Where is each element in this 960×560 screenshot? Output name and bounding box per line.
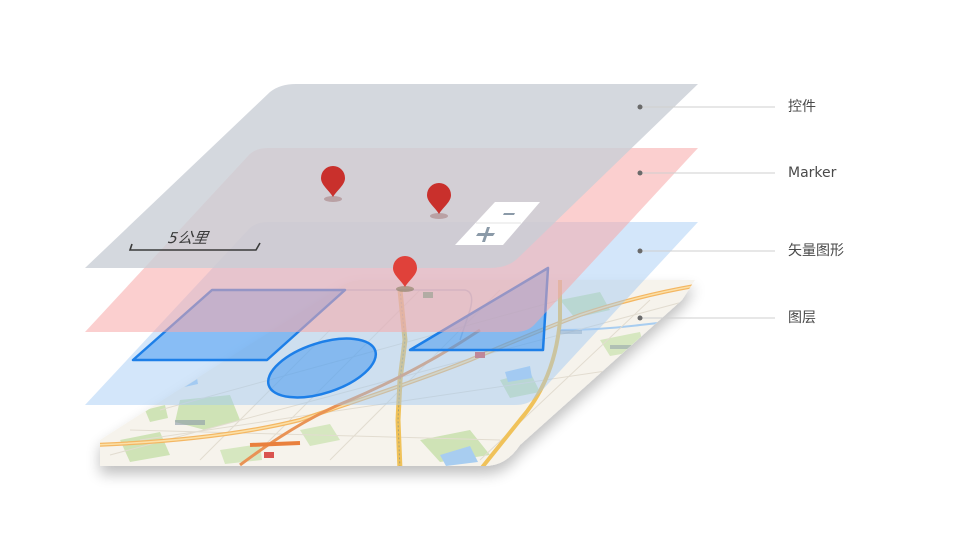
map-marker[interactable] [321,166,345,202]
zoom-out-icon [503,213,515,215]
road-badge [475,352,485,358]
controls-layer: 5公里 [85,84,698,268]
leader-lines [637,104,775,321]
map-pin-icon [321,166,345,197]
map-pin-icon [427,183,451,214]
scale-bar-icon [128,242,261,251]
map-marker[interactable] [427,183,451,219]
zoom-in-icon [476,227,495,242]
major-road [100,284,695,446]
zoom-out-button[interactable] [503,213,515,215]
marker-shadow [324,196,342,202]
marker-shadow [396,286,414,292]
leader-dot-layers [637,315,643,321]
map-label [610,345,632,349]
street [129,429,501,441]
street [139,359,681,441]
leader-dot-marker [637,170,643,176]
marker-shadow [430,213,448,219]
map-marker[interactable] [393,256,417,292]
controls-plane [85,84,698,268]
park-area [560,292,610,318]
vector-ellipse-shape [266,337,378,399]
map-pin-icon [393,256,417,287]
map-tile-layer [100,280,695,466]
map-tile-content [100,280,695,466]
legend-label-marker: Marker [788,165,837,181]
leader-dot-controls [637,104,643,110]
map-label [175,420,205,425]
water-body [440,446,478,466]
major-road [249,441,301,447]
marker-pins [321,166,451,292]
street [199,329,331,461]
major-road [239,328,481,466]
scale-bar-control: 5公里 [128,229,261,251]
map-label [560,330,582,334]
scale-bar-label: 5公里 [167,229,212,247]
legend-label-vector: 矢量图形 [788,243,844,259]
major-road [478,280,562,466]
water-body [505,366,532,382]
legend-label-layers: 图层 [788,310,816,326]
leader-dot-vector [637,248,643,254]
legend-label-controls: 控件 [788,99,816,115]
zoom-control [455,202,540,245]
zoom-in-button[interactable] [476,227,495,242]
road-badge [264,452,274,458]
